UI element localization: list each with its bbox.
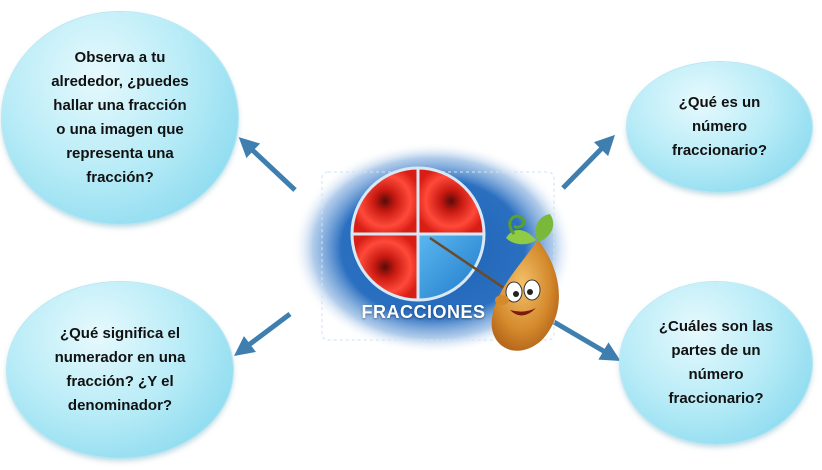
question-text-bottom-right: ¿Cuáles son las partes de un número frac… <box>658 318 774 407</box>
quarter-top-right <box>418 168 484 234</box>
question-text-bottom-left: ¿Qué significa el numerador en una fracc… <box>54 325 186 414</box>
arrow-bottom-left <box>234 312 292 356</box>
arrow-top-right <box>561 134 615 190</box>
quarter-top-left <box>352 168 418 234</box>
quarter-bottom-left <box>352 234 418 300</box>
fractions-board-image <box>292 142 574 354</box>
question-text-top-right: ¿Qué es un número fraccionario? <box>671 94 768 159</box>
quarter-bottom-right <box>418 234 484 300</box>
fraction-circle <box>350 166 486 302</box>
question-bubble-top-left: Observa a tu alrededor, ¿puedes hallar u… <box>2 12 238 224</box>
question-bubble-bottom-right: ¿Cuáles son las partes de un número frac… <box>620 282 812 444</box>
seed-character <box>491 214 559 351</box>
arrow-top-left <box>238 137 297 192</box>
question-text-top-left: Observa a tu alrededor, ¿puedes hallar u… <box>51 49 189 186</box>
pointer-stick <box>429 236 511 294</box>
question-bubble-bottom-left: ¿Qué significa el numerador en una fracc… <box>7 282 233 458</box>
question-bubble-top-right: ¿Qué es un número fraccionario? <box>627 62 812 192</box>
arrow-bottom-right <box>552 319 621 362</box>
center-title: FRACCIONES <box>361 302 486 322</box>
